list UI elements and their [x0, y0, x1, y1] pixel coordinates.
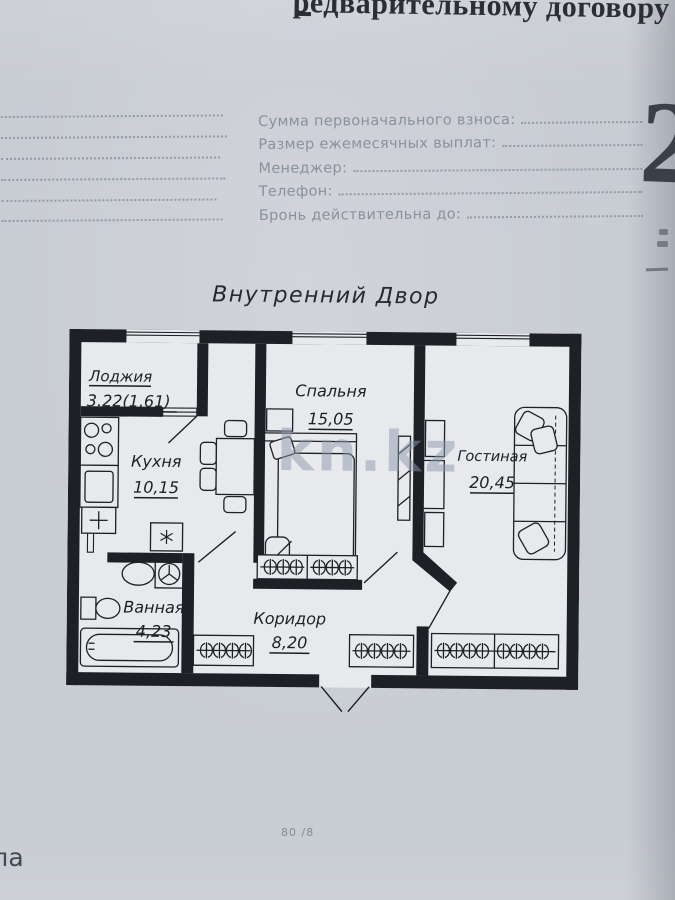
dotted-line [1, 156, 221, 160]
corner-text-fragment: па [0, 843, 24, 872]
dotted-fill-in-line [521, 120, 643, 124]
page-number-cropped: 2 [637, 76, 675, 209]
room-label-bathroom: Ванная 4,23 [123, 598, 185, 643]
plan-title: Внутренний Двор [212, 282, 440, 310]
footer-note: 80 /8 [281, 826, 315, 839]
room-label-corridor: Коридор 8,20 [253, 609, 326, 655]
edge-text-smudge [659, 229, 668, 235]
dotted-fill-in-line [353, 167, 643, 172]
form-row: Бронь действительна до: [258, 197, 645, 224]
svg-text:Коридор: Коридор [253, 609, 326, 629]
room-label-loggia: Лоджия 3.22(1,61) [86, 367, 177, 413]
svg-text:3.22(1,61): 3.22(1,61) [87, 391, 171, 411]
dotted-fill-in-line [338, 190, 643, 196]
dotted-line [1, 218, 223, 222]
svg-text:20,45: 20,45 [469, 473, 515, 492]
room-label-bedroom: Спальня 15,05 [295, 381, 367, 431]
svg-text:15,05: 15,05 [308, 409, 354, 428]
dotted-line [1, 198, 217, 202]
door-leaves [86, 512, 451, 713]
svg-text:Кухня: Кухня [131, 452, 182, 471]
svg-text:Лоджия: Лоджия [88, 367, 152, 386]
form-row: Менеджер: [258, 150, 644, 177]
svg-text:Ванная: Ванная [123, 598, 185, 618]
svg-text:Спальня: Спальня [295, 381, 367, 401]
form-label-down-payment: Сумма первоначального взноса: [258, 111, 516, 130]
edge-dash-mark [645, 267, 669, 272]
ruled-dotted-lines [0, 0, 252, 240]
dotted-line [0, 135, 227, 139]
edge-text-smudge [657, 241, 668, 247]
svg-text:10,15: 10,15 [133, 478, 179, 497]
form-label-manager: Менеджер: [258, 159, 348, 177]
contract-header-fragment: редварительному договору [292, 0, 670, 25]
floor-plan: Лоджия 3.22(1,61) Кухня 10,15 Спальня 15… [66, 328, 582, 713]
form-row: Телефон: [259, 173, 645, 200]
dotted-line [1, 177, 226, 181]
svg-text:8,20: 8,20 [272, 633, 308, 652]
room-labels: Лоджия 3.22(1,61) Кухня 10,15 Спальня 15… [86, 367, 528, 655]
bedroom-furniture [256, 408, 412, 581]
bathroom-fixtures [79, 559, 184, 668]
dotted-line [0, 114, 223, 118]
floor-plan-section: Внутренний Двор [66, 281, 582, 722]
form-row: Размер ежемесячных выплат: [258, 126, 644, 153]
form-row: Сумма первоначального взноса: [258, 103, 644, 130]
dotted-fill-in-line [467, 214, 643, 218]
form-label-phone: Телефон: [258, 183, 333, 200]
form-label-reservation-valid-until: Бронь действительна до: [258, 205, 462, 224]
living-room-furniture [419, 406, 568, 670]
room-label-living-room: Гостиная 20,45 [457, 449, 528, 495]
kitchen-furniture [79, 416, 256, 552]
dotted-fill-in-line [502, 143, 643, 148]
windows [126, 329, 530, 347]
svg-text:4,23: 4,23 [136, 622, 172, 641]
watermark: kn.kz [276, 419, 460, 486]
corridor-wardrobes [192, 634, 415, 668]
svg-text:Гостиная: Гостиная [457, 449, 527, 466]
room-label-kitchen: Кухня 10,15 [131, 452, 182, 499]
reservation-form: Сумма первоначального взноса: Размер еже… [258, 103, 645, 224]
form-label-monthly-payment: Размер ежемесячных выплат: [258, 135, 497, 153]
